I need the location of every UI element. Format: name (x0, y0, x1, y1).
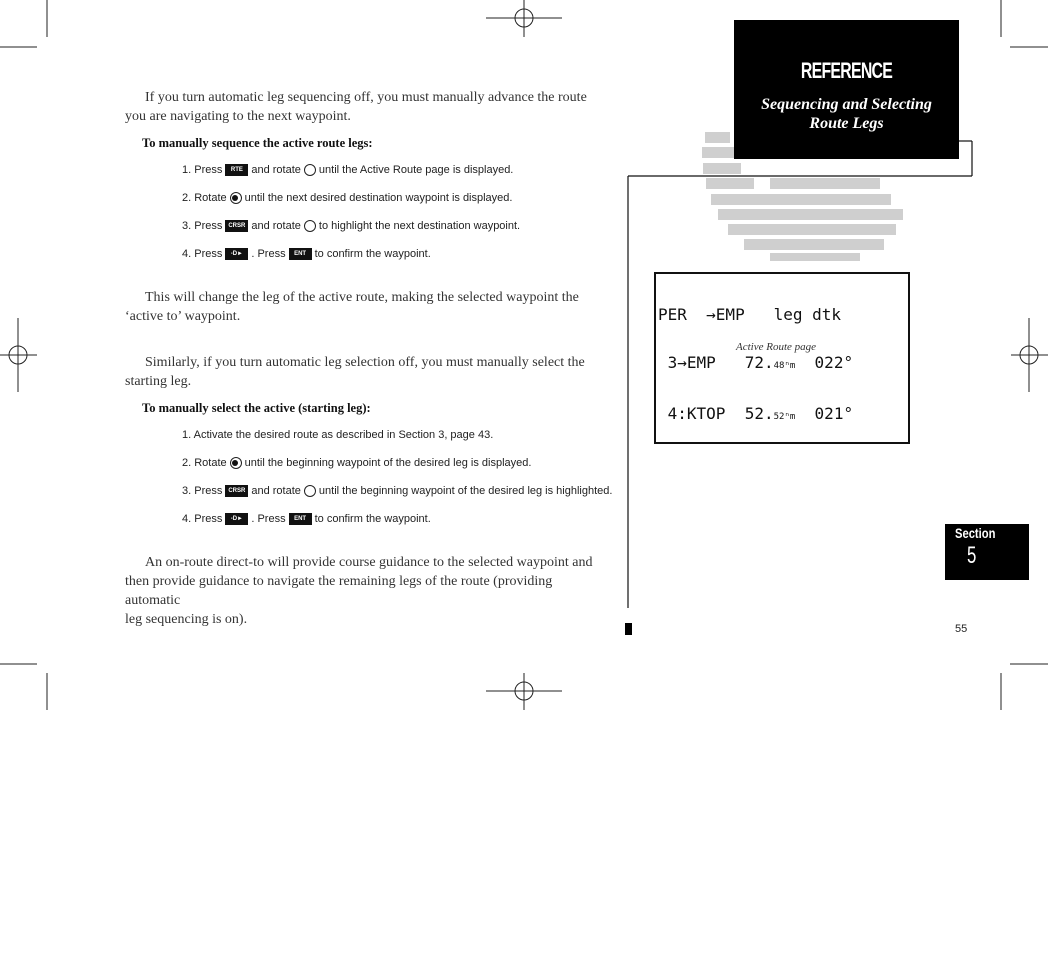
intro-2-line-2: starting leg. (125, 374, 192, 389)
page-number: 55 (955, 623, 968, 635)
step-1-4: 4. Press -D► . Press ENT to confirm the … (182, 248, 431, 260)
step-text: until the beginning waypoint of the desi… (244, 457, 532, 469)
step-text: 4. Press (182, 248, 223, 260)
step-text: 1. Press (182, 164, 223, 176)
step-2-1: 1. Activate the desired route as describ… (182, 429, 493, 441)
reference-subtitle-1: Sequencing and Selecting (761, 96, 932, 113)
step-text: 4. Press (182, 513, 223, 525)
knob-outline-icon (303, 485, 316, 497)
section-tab: Section 5 (945, 524, 1029, 580)
after-2-line-2: then provide guidance to navigate the re… (125, 574, 553, 608)
reference-title: REFERENCE (800, 58, 893, 83)
step-text: 3. Press (182, 485, 223, 497)
intro-2-line-1: Similarly, if you turn automatic leg sel… (145, 355, 585, 370)
lcd-row-3: 4:KTOP 52.52ⁿm 021° (658, 406, 906, 425)
step-text: and rotate (251, 220, 301, 232)
page-marker (625, 623, 632, 635)
step-text: 3. Press (182, 220, 223, 232)
step-text: until the beginning waypoint of the desi… (318, 485, 613, 497)
heading-select-leg: To manually select the active (starting … (142, 401, 371, 415)
step-2-3: 3. Press CRSR and rotate until the begin… (182, 485, 612, 497)
ent-key-icon: ENT (288, 513, 312, 525)
lcd-unit: ⁿm (784, 412, 796, 422)
step-1-1: 1. Press RTE and rotate until the Active… (182, 164, 513, 176)
knob-filled-icon (229, 457, 242, 469)
step-text: until the Active Route page is displayed… (318, 164, 514, 176)
after-2-line-1: An on-route direct-to will provide cours… (145, 555, 593, 570)
step-text: 2. Rotate (182, 457, 227, 469)
lcd-text: 4:KTOP 52. (658, 404, 774, 423)
step-text: until the next desired destination waypo… (244, 192, 513, 204)
globe-watermark (702, 132, 903, 261)
intro-1-line-1: If you turn automatic leg sequencing off… (145, 90, 587, 105)
ent-key-icon: ENT (288, 248, 312, 260)
heading-sequence-legs: To manually sequence the active route le… (142, 136, 373, 150)
knob-outline-icon (303, 220, 316, 232)
active-route-lcd: PER →EMP leg dtk 3→EMP 72.48ⁿm 022° 4:KT… (654, 272, 910, 444)
after-1-line-2: ‘active to’ waypoint. (125, 309, 241, 324)
after-paragraph-2: An on-route direct-to will provide cours… (125, 553, 600, 629)
knob-outline-icon (303, 164, 316, 176)
step-1-2: 2. Rotate until the next desired destina… (182, 192, 512, 204)
step-text: 1. Activate the desired route as describ… (182, 429, 494, 441)
after-paragraph-1: This will change the leg of the active r… (125, 288, 595, 326)
section-tab-number: 5 (967, 542, 977, 569)
direct-to-key-icon: -D► (225, 513, 249, 525)
lcd-row-1: PER →EMP leg dtk (658, 305, 842, 324)
knob-filled-icon (229, 192, 242, 204)
lcd-text: 022° (795, 353, 854, 372)
lcd-text: 52 (773, 412, 785, 422)
lcd-row-2: 3→EMP 72.48ⁿm 022° (658, 355, 906, 374)
rte-key-icon: RTE (225, 164, 249, 176)
step-text: 2. Rotate (182, 192, 227, 204)
step-1-3: 3. Press CRSR and rotate to highlight th… (182, 220, 520, 232)
intro-1-line-2: you are navigating to the next waypoint. (125, 109, 351, 124)
after-2-line-3: leg sequencing is on). (125, 612, 248, 627)
step-text: and rotate (251, 164, 301, 176)
step-text: and rotate (251, 485, 301, 497)
reference-subtitle-2: Route Legs (809, 115, 884, 132)
lcd-unit: ⁿm (784, 361, 796, 371)
crsr-key-icon: CRSR (225, 220, 249, 232)
step-2-4: 4. Press -D► . Press ENT to confirm the … (182, 513, 431, 525)
lcd-caption: Active Route page (736, 341, 817, 353)
after-1-line-1: This will change the leg of the active r… (145, 290, 579, 305)
reference-header: REFERENCE Sequencing and Selecting Route… (734, 20, 959, 159)
lcd-text: 48 (773, 361, 785, 371)
step-text: to highlight the next destination waypoi… (318, 220, 521, 232)
lcd-text: 3→EMP 72. (658, 353, 774, 372)
step-text: to confirm the waypoint. (314, 248, 431, 260)
step-text: . Press (251, 513, 286, 525)
intro-paragraph-1: If you turn automatic leg sequencing off… (125, 88, 595, 126)
section-tab-label: Section (955, 525, 996, 541)
direct-to-key-icon: -D► (225, 248, 249, 260)
step-2-2: 2. Rotate until the beginning waypoint o… (182, 457, 531, 469)
crsr-key-icon: CRSR (225, 485, 249, 497)
lcd-text: 021° (795, 404, 854, 423)
intro-paragraph-2: Similarly, if you turn automatic leg sel… (125, 353, 595, 391)
step-text: . Press (251, 248, 286, 260)
step-text: to confirm the waypoint. (314, 513, 431, 525)
